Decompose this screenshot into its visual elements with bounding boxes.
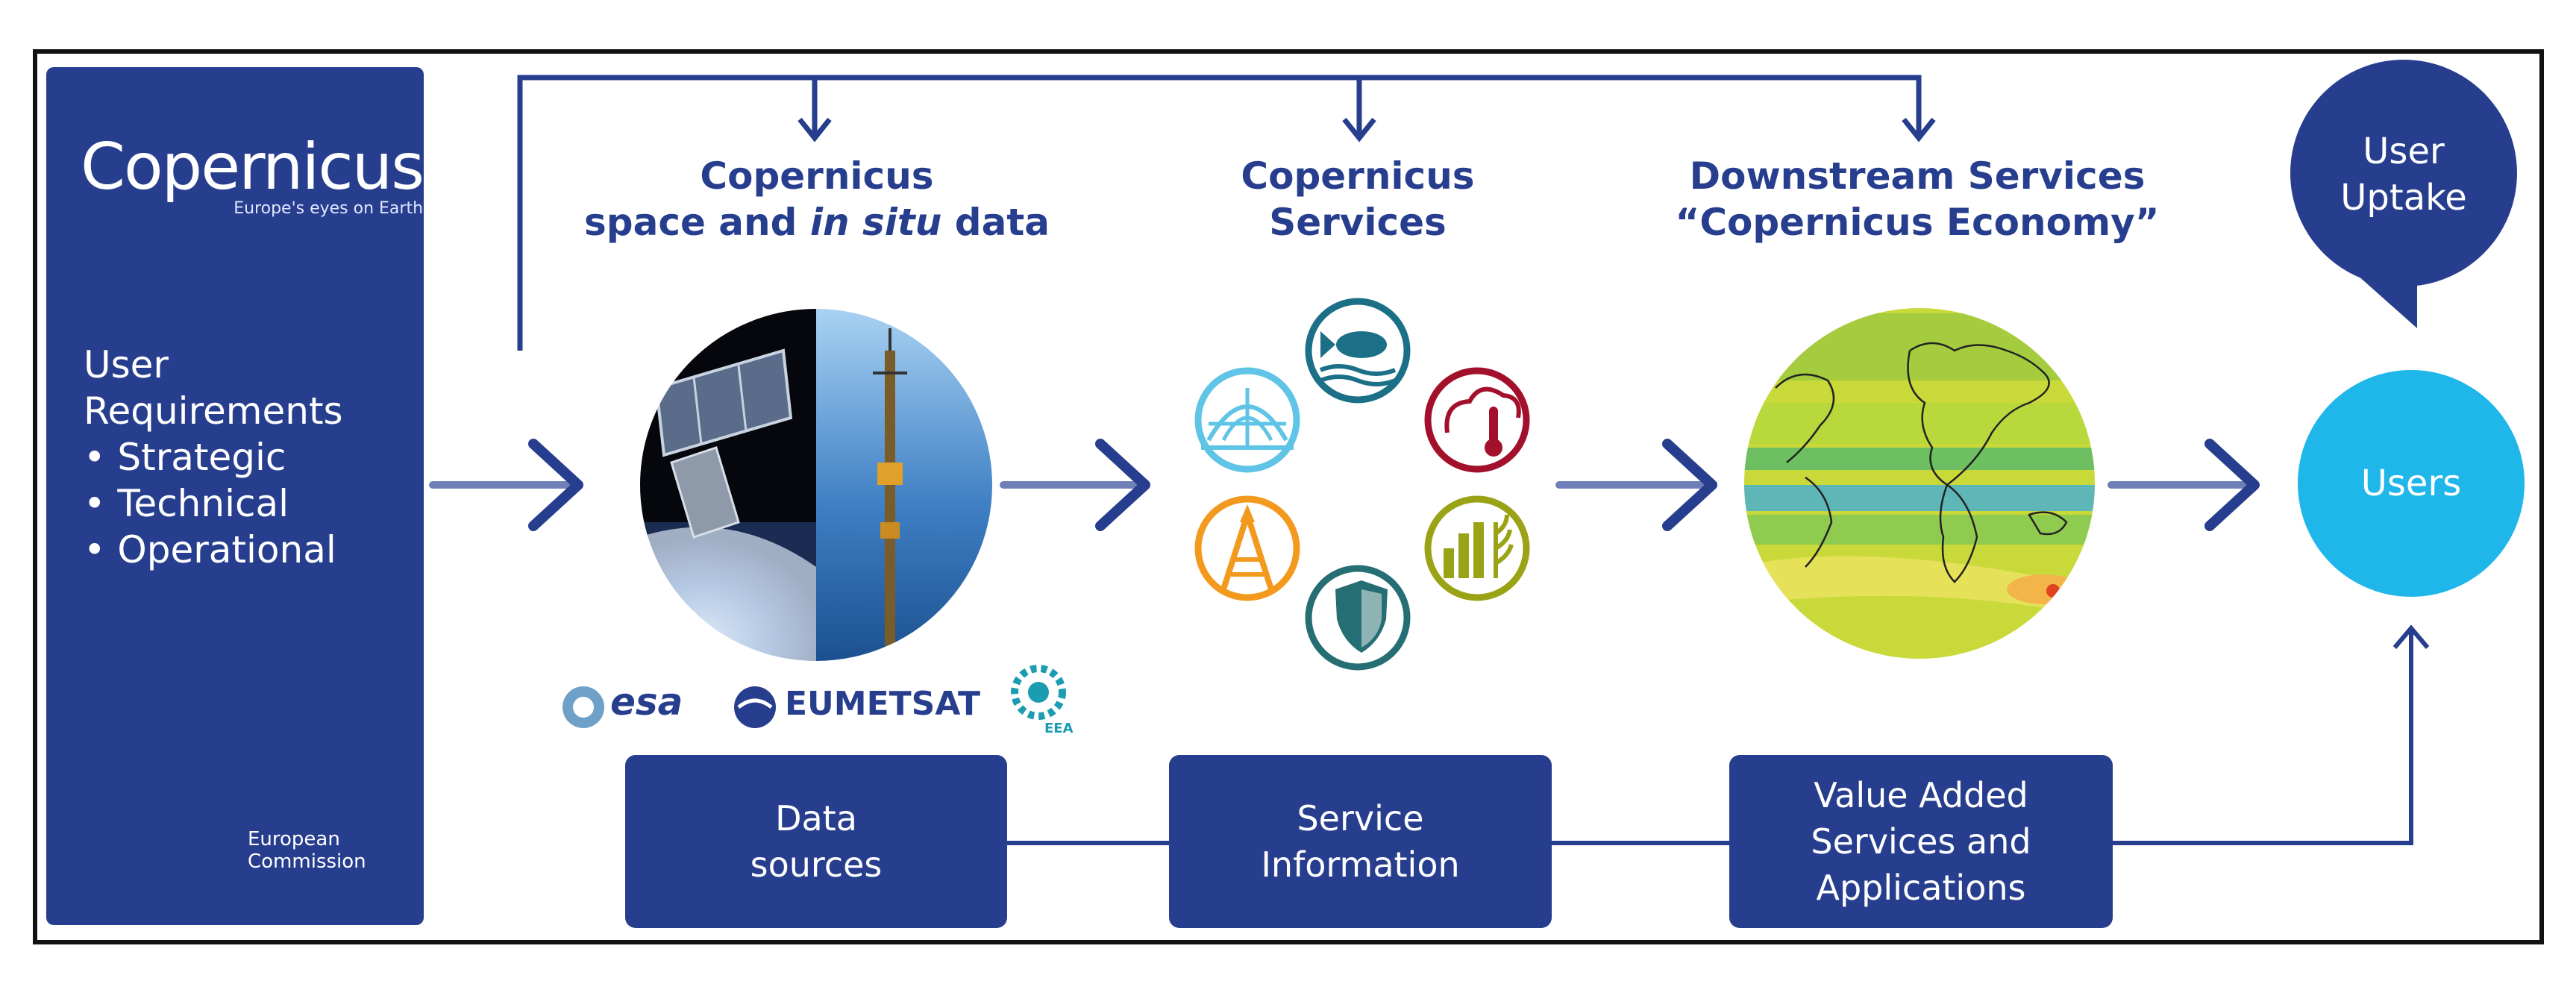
- eumetsat-logo: [734, 686, 776, 728]
- feedback-arrowheads: [797, 117, 1936, 142]
- feedback-line: [517, 75, 1922, 351]
- arrow-2: [1000, 439, 1150, 531]
- flow-arrows: [429, 439, 2260, 531]
- eea-logo: [1003, 665, 1074, 740]
- stage-title-data-line2: space and in situ data: [584, 201, 1050, 244]
- data-sources-box: Data sources: [625, 755, 1007, 928]
- user-uptake-label: User Uptake: [2299, 128, 2508, 221]
- requirements-subtitle: Requirements: [84, 389, 343, 433]
- satellite-icon: [654, 348, 793, 539]
- thermometer-cloud-icon: [1424, 367, 1530, 473]
- fish-icon: [1305, 298, 1411, 404]
- ec-line-1: European: [248, 828, 340, 850]
- esa-logo: [562, 686, 604, 728]
- arrow-3: [1555, 439, 1717, 531]
- user-uptake-line2: Uptake: [2340, 177, 2467, 219]
- eumetsat-label: EUMETSAT: [785, 685, 980, 723]
- requirement-operational: • Operational: [84, 528, 336, 571]
- user-uptake-line1: User: [2363, 131, 2445, 172]
- value-added-services-box: Value Added Services and Applications: [1729, 755, 2113, 928]
- arrow-4: [2108, 439, 2260, 531]
- service-icons: [1194, 298, 1530, 671]
- users-label: Users: [2360, 463, 2462, 504]
- globe-map-image: [1744, 308, 2095, 659]
- stage-title-downstream-line1: Downstream Services: [1689, 154, 2146, 198]
- requirement-technical: • Technical: [84, 482, 289, 525]
- copernicus-logo: Copernicus Europe's eyes on Earth: [81, 130, 424, 219]
- ec-line-2: Commission: [248, 850, 366, 873]
- stage-title-downstream-line2: “Copernicus Economy”: [1675, 201, 2160, 244]
- requirements-sidebar: Copernicus Europe's eyes on Earth User R…: [46, 67, 424, 925]
- european-commission-label: European Commission: [248, 828, 366, 873]
- service-information-box: Service Information: [1169, 755, 1552, 928]
- bottom-connector: [1007, 624, 2430, 845]
- user-uptake-bubble: [2290, 60, 2517, 328]
- shield-icon: [1305, 565, 1411, 671]
- copernicus-logo-tagline: Europe's eyes on Earth: [234, 199, 424, 218]
- arrow-1: [429, 439, 583, 531]
- users-circle: [2298, 370, 2525, 597]
- emergency-icon: [1194, 495, 1300, 601]
- mast-icon: [873, 328, 907, 649]
- stage-title-services: Copernicus Services: [1164, 153, 1552, 245]
- stage-title-services-line1: Copernicus: [1241, 154, 1475, 198]
- copernicus-logo-word: Copernicus: [81, 130, 424, 204]
- stage-title-downstream: Downstream Services “Copernicus Economy”: [1626, 153, 2208, 245]
- requirement-strategic: • Strategic: [84, 436, 286, 479]
- stage-title-data-line1: Copernicus: [700, 154, 934, 198]
- agriculture-icon: [1424, 495, 1530, 601]
- user-requirements: User Requirements • Strategic • Technica…: [84, 342, 343, 573]
- esa-label: esa: [610, 680, 683, 724]
- stage-title-data: Copernicus space and in situ data: [552, 153, 1082, 245]
- eea-label: EEA: [1044, 721, 1074, 736]
- requirements-title: User: [84, 343, 169, 386]
- space-insitu-image: [639, 307, 994, 662]
- globe-grid-icon: [1194, 367, 1300, 473]
- continent-outlines: [1775, 342, 2068, 583]
- stage-title-services-line2: Services: [1269, 201, 1447, 244]
